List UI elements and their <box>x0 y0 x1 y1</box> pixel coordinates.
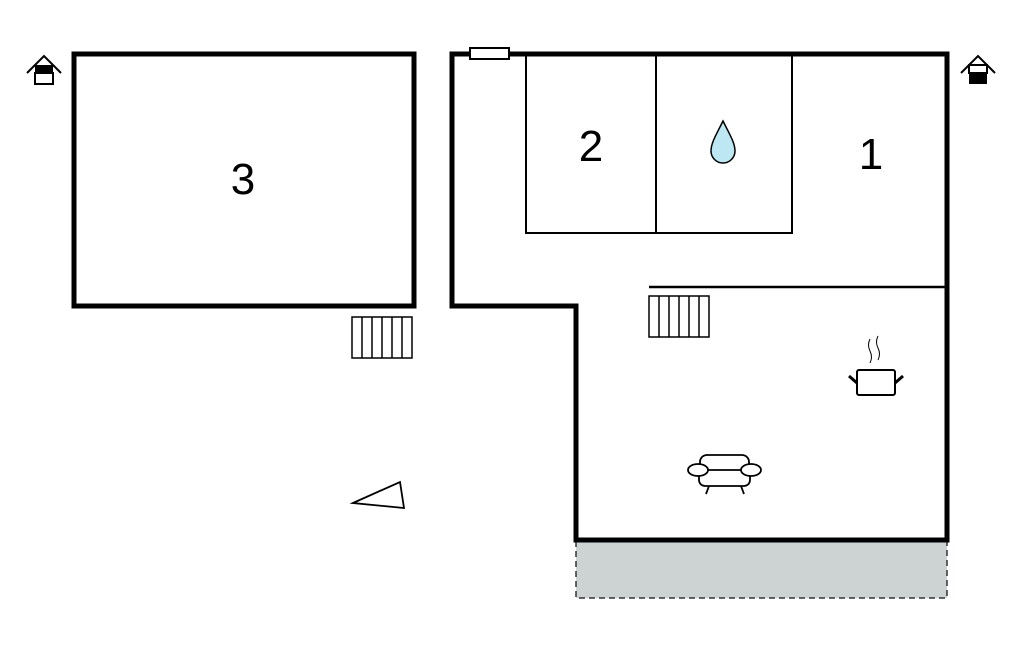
room-2-label: 2 <box>579 122 603 171</box>
terrace <box>575 540 948 599</box>
water-drop-icon <box>710 119 736 164</box>
main-building-walls <box>449 51 950 543</box>
compass-north-icon <box>349 480 406 510</box>
house-entrance-icon <box>26 54 62 85</box>
room-3-label: 3 <box>231 155 255 204</box>
stairs-icon <box>351 316 413 359</box>
room-3-walls <box>71 51 417 309</box>
stairs-icon <box>648 295 710 338</box>
armchair-icon <box>687 454 762 495</box>
window-icon <box>469 47 510 60</box>
room-2-walls <box>525 54 793 234</box>
house-entrance-icon <box>960 54 996 84</box>
cooking-pot-icon <box>848 335 904 396</box>
room-1-label: 1 <box>859 130 883 179</box>
